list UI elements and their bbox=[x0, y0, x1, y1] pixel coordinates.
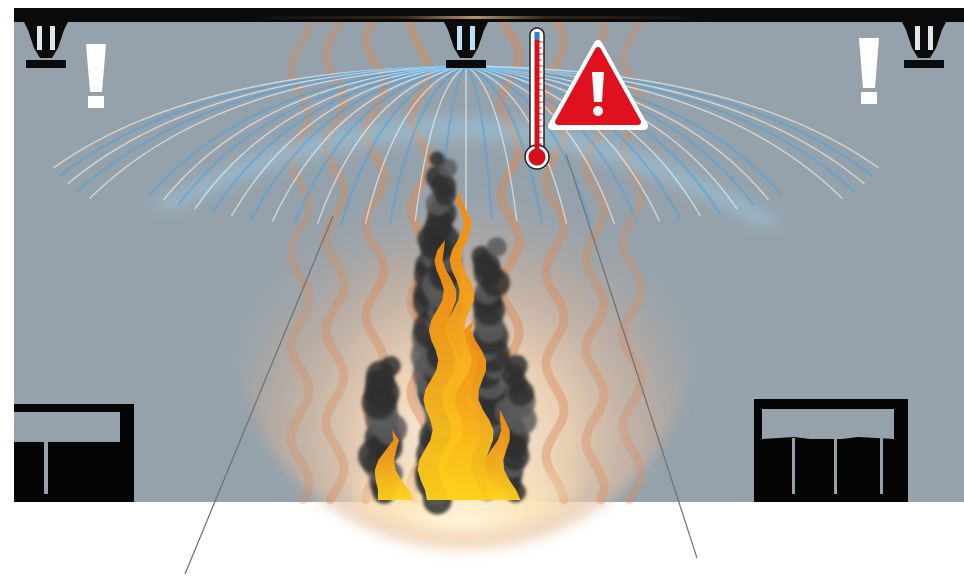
smoke-puff bbox=[430, 151, 445, 166]
exclamation-icon bbox=[86, 44, 106, 108]
smoke-puff bbox=[381, 356, 401, 376]
ceiling bbox=[14, 8, 964, 22]
exclamation-icon bbox=[859, 38, 879, 104]
desk-icon bbox=[754, 399, 908, 502]
ceiling-heat-streak bbox=[240, 16, 710, 19]
smoke-puff bbox=[487, 237, 507, 257]
smoke-puff bbox=[505, 355, 528, 378]
